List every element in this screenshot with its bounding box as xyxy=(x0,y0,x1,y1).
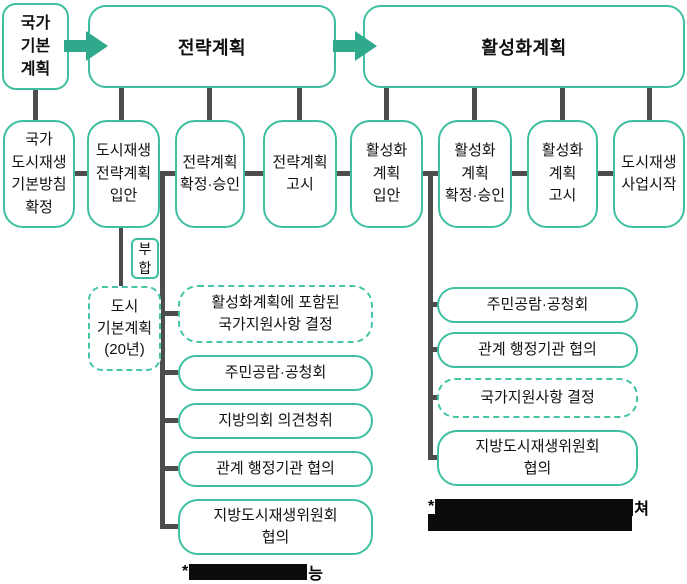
connector-line xyxy=(119,87,124,121)
connector-line xyxy=(336,171,350,176)
connector-line xyxy=(33,89,38,121)
revitalization-plan-box: 활성화계획 xyxy=(363,5,685,88)
redacted-bar xyxy=(189,564,308,580)
step-label: 활성화 계획 입안 xyxy=(365,142,408,205)
procedure-item: 지방도시재생위원회 협의 xyxy=(178,499,373,555)
strategic-plan-box: 전략계획 xyxy=(88,5,336,88)
asterisk-marker: * xyxy=(428,498,435,515)
step-strategic-notice-box: 전략계획 고시 xyxy=(263,120,337,228)
procedure-label: 주민공람·공청회 xyxy=(224,364,327,382)
step-strategic-draft-box: 도시재생 전략계획 입안 xyxy=(87,120,160,228)
connector-line xyxy=(428,455,439,460)
procedure-label: 지방도시재생위원회 협의 xyxy=(475,438,600,477)
connector-line xyxy=(560,87,565,121)
national-basic-plan-label: 국가 기본 계획 xyxy=(20,14,51,79)
conformity-label: 부 합 xyxy=(138,241,152,276)
conformity-box: 부 합 xyxy=(131,238,159,279)
footnote-right-line2 xyxy=(428,514,632,531)
procedure-item: 지방의회 의견청취 xyxy=(178,403,373,439)
connector-line xyxy=(207,87,212,121)
redacted-bar xyxy=(435,498,634,516)
procedure-item: 관계 행정기관 협의 xyxy=(437,332,638,368)
connector-line xyxy=(160,311,178,316)
procedure-item: 주민공람·공청회 xyxy=(178,355,373,391)
procedure-item: 관계 행정기관 협의 xyxy=(178,451,373,487)
step-revital-approval-box: 활성화 계획 확정·승인 xyxy=(438,120,512,228)
procedure-item: 국가지원사항 결정 xyxy=(437,378,638,418)
step-label: 전략계획 확정·승인 xyxy=(179,153,241,194)
procedure-label: 관계 행정기관 협의 xyxy=(478,341,597,359)
connector-line xyxy=(384,87,389,121)
national-basic-plan-box: 국가 기본 계획 xyxy=(2,3,69,90)
step-label: 활성화 계획 확정·승인 xyxy=(444,142,506,205)
city-master-plan-label: 도시 기본계획 (20년) xyxy=(96,297,153,359)
procedure-label: 지방도시재생위원회 협의 xyxy=(213,507,338,546)
connector-line xyxy=(160,466,178,471)
procedure-label: 관계 행정기관 협의 xyxy=(216,460,335,478)
connector-line xyxy=(119,228,123,287)
connector-line xyxy=(472,87,477,121)
footnote-tail-char: 능 xyxy=(308,566,323,583)
step-revital-draft-box: 활성화 계획 입안 xyxy=(350,120,423,228)
connector-line xyxy=(75,171,87,176)
procedure-label: 지방의회 의견청취 xyxy=(218,412,333,430)
footnote-left: * 능 xyxy=(182,560,323,584)
flow-arrow-icon xyxy=(64,31,108,61)
connector-line xyxy=(160,524,178,529)
procedure-label: 국가지원사항 결정 xyxy=(480,389,595,407)
asterisk-marker: * xyxy=(182,563,189,580)
step-strategic-approval-box: 전략계획 확정·승인 xyxy=(175,120,245,228)
step-revital-notice-box: 활성화 계획 고시 xyxy=(527,120,598,228)
step-national-policy-box: 국가 도시재생 기본방침 확정 xyxy=(3,120,75,228)
connector-line xyxy=(245,171,263,176)
connector-line xyxy=(160,171,165,529)
connector-line xyxy=(647,87,652,121)
strategic-plan-label: 전략계획 xyxy=(177,37,247,58)
connector-line xyxy=(297,87,302,121)
step-label: 활성화 계획 고시 xyxy=(541,142,584,205)
procedure-item: 활성화계획에 포함된 국가지원사항 결정 xyxy=(178,285,373,343)
connector-line xyxy=(512,171,527,176)
revitalization-plan-label: 활성화계획 xyxy=(481,37,567,58)
step-label: 전략계획 고시 xyxy=(272,153,328,194)
footnote-tail-char: 쳐 xyxy=(634,501,649,518)
connector-line xyxy=(160,418,178,423)
step-project-start-box: 도시재생 사업시작 xyxy=(613,120,685,228)
procedure-item: 지방도시재생위원회 협의 xyxy=(437,430,638,486)
step-label: 도시재생 전략계획 입안 xyxy=(95,142,152,205)
connector-line xyxy=(428,171,433,458)
footnote-right-line1: * 쳐 xyxy=(428,495,649,519)
connector-line xyxy=(428,302,439,307)
connector-line xyxy=(428,347,439,352)
procedure-label: 활성화계획에 포함된 국가지원사항 결정 xyxy=(211,294,340,333)
connector-line xyxy=(160,171,175,176)
connector-line xyxy=(428,395,439,400)
step-label: 도시재생 사업시작 xyxy=(621,153,677,194)
connector-line xyxy=(598,171,613,176)
city-master-plan-box: 도시 기본계획 (20년) xyxy=(88,286,161,371)
connector-line xyxy=(160,370,178,375)
procedure-label: 주민공람·공청회 xyxy=(486,296,589,314)
procedure-item: 주민공람·공청회 xyxy=(437,287,638,323)
flow-arrow-icon xyxy=(333,31,377,61)
step-label: 국가 도시재생 기본방침 확정 xyxy=(11,131,67,216)
redacted-bar xyxy=(428,514,632,531)
